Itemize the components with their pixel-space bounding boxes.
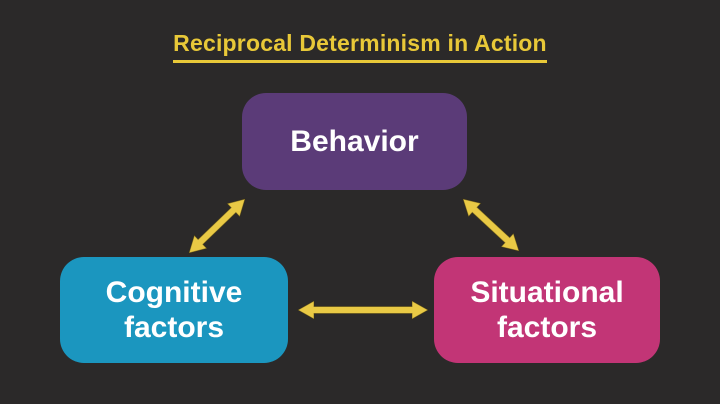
double-arrow-behavior-situational xyxy=(462,198,520,252)
node-situational-factors: Situational factors xyxy=(434,257,660,363)
node-cognitive-factors-label: Cognitive factors xyxy=(105,275,243,344)
title-container: Reciprocal Determinism in Action xyxy=(0,30,720,63)
node-situational-factors-label: Situational factors xyxy=(470,275,624,344)
double-arrow-behavior-cognitive xyxy=(188,198,246,254)
node-behavior: Behavior xyxy=(242,93,467,190)
page-title: Reciprocal Determinism in Action xyxy=(173,30,547,63)
node-cognitive-factors: Cognitive factors xyxy=(60,257,288,363)
double-arrow-cognitive-situational xyxy=(296,300,430,320)
node-behavior-label: Behavior xyxy=(290,124,419,158)
